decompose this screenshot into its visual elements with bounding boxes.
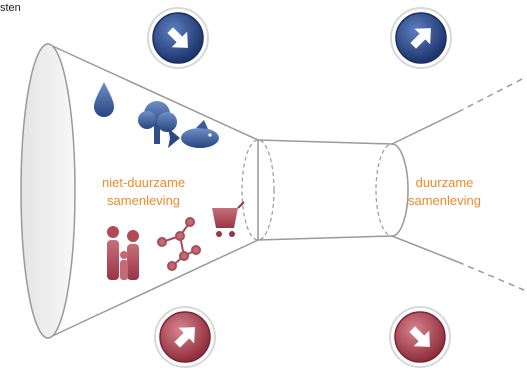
- molecule-icon: [157, 217, 201, 271]
- funnel-mouth: [20, 43, 76, 339]
- label-left-line1: niet-duurzame: [102, 175, 186, 190]
- arrow-badge-bottom-left: [154, 306, 216, 368]
- fish-icon: [168, 120, 219, 148]
- family-icon: [107, 226, 139, 280]
- arrow-up-right-icon: [410, 28, 431, 49]
- water-drop-icon: [94, 82, 114, 117]
- label-left-line2: samenleving: [107, 193, 181, 208]
- corner-text: sten: [0, 2, 21, 14]
- arrow-down-right-icon: [409, 326, 430, 347]
- arrow-down-right-icon: [167, 27, 188, 48]
- funnel-cone: [20, 42, 259, 340]
- tree-icon: [138, 101, 177, 144]
- arrow-badge-bottom-right: [389, 306, 451, 368]
- funnel-flare: [391, 77, 525, 291]
- arrow-up-right-icon: [174, 327, 195, 348]
- label-right-line2: samenleving: [408, 193, 481, 208]
- funnel-neck: [241, 139, 409, 241]
- label-non-sustainable-society: niet-duurzame samenleving: [102, 174, 185, 210]
- arrow-badge-top-left: [147, 7, 209, 69]
- arrow-badge-top-right: [390, 7, 452, 69]
- label-right-line1: duurzame: [415, 175, 474, 190]
- label-sustainable-society: duurzame samenleving: [408, 174, 481, 210]
- shopping-cart-icon: [212, 201, 245, 237]
